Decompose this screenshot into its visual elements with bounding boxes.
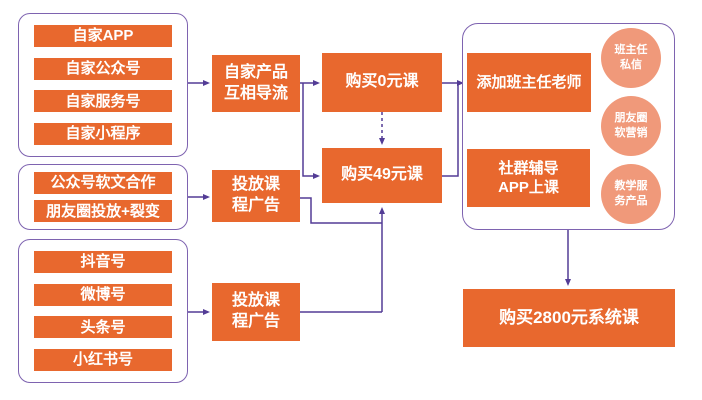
media-accounts-group: 抖音号 微博号 头条号 小红书号 — [18, 239, 188, 383]
own-service-account-node: 自家服务号 — [34, 90, 172, 113]
xiaohongshu-node: 小红书号 — [34, 349, 172, 372]
weibo-node: 微博号 — [34, 283, 172, 306]
buy-49-course-node: 购买49元课 — [322, 148, 442, 203]
add-teacher-node: 添加班主任老师 — [467, 53, 591, 112]
toutiao-node: 头条号 — [34, 316, 172, 339]
buy-free-course-node: 购买0元课 — [322, 53, 442, 112]
buy-2800-course-node: 购买2800元系统课 — [463, 289, 675, 347]
teaching-service-circle: 教学服 务产品 — [601, 164, 661, 224]
teacher-dm-circle: 班主任 私信 — [601, 28, 661, 88]
douyin-node: 抖音号 — [34, 250, 172, 273]
community-class-node: 社群辅导 APP上课 — [467, 149, 590, 207]
own-mini-program-node: 自家小程序 — [34, 123, 172, 146]
partner-promo-group: 公众号软文合作 朋友圈投放+裂变 — [18, 164, 188, 230]
own-app-node: 自家APP — [34, 24, 172, 47]
course-ads-node-2: 投放课 程广告 — [212, 283, 300, 341]
soft-article-coop-node: 公众号软文合作 — [34, 171, 172, 194]
cross-promotion-node: 自家产品 互相导流 — [212, 55, 300, 112]
course-ads-node-1: 投放课 程广告 — [212, 170, 300, 222]
moments-softsell-circle: 朋友圈 软营销 — [601, 96, 661, 156]
own-official-account-node: 自家公众号 — [34, 57, 172, 80]
moments-ads-fission-node: 朋友圈投放+裂变 — [34, 200, 172, 223]
own-channels-group: 自家APP 自家公众号 自家服务号 自家小程序 — [18, 13, 188, 157]
